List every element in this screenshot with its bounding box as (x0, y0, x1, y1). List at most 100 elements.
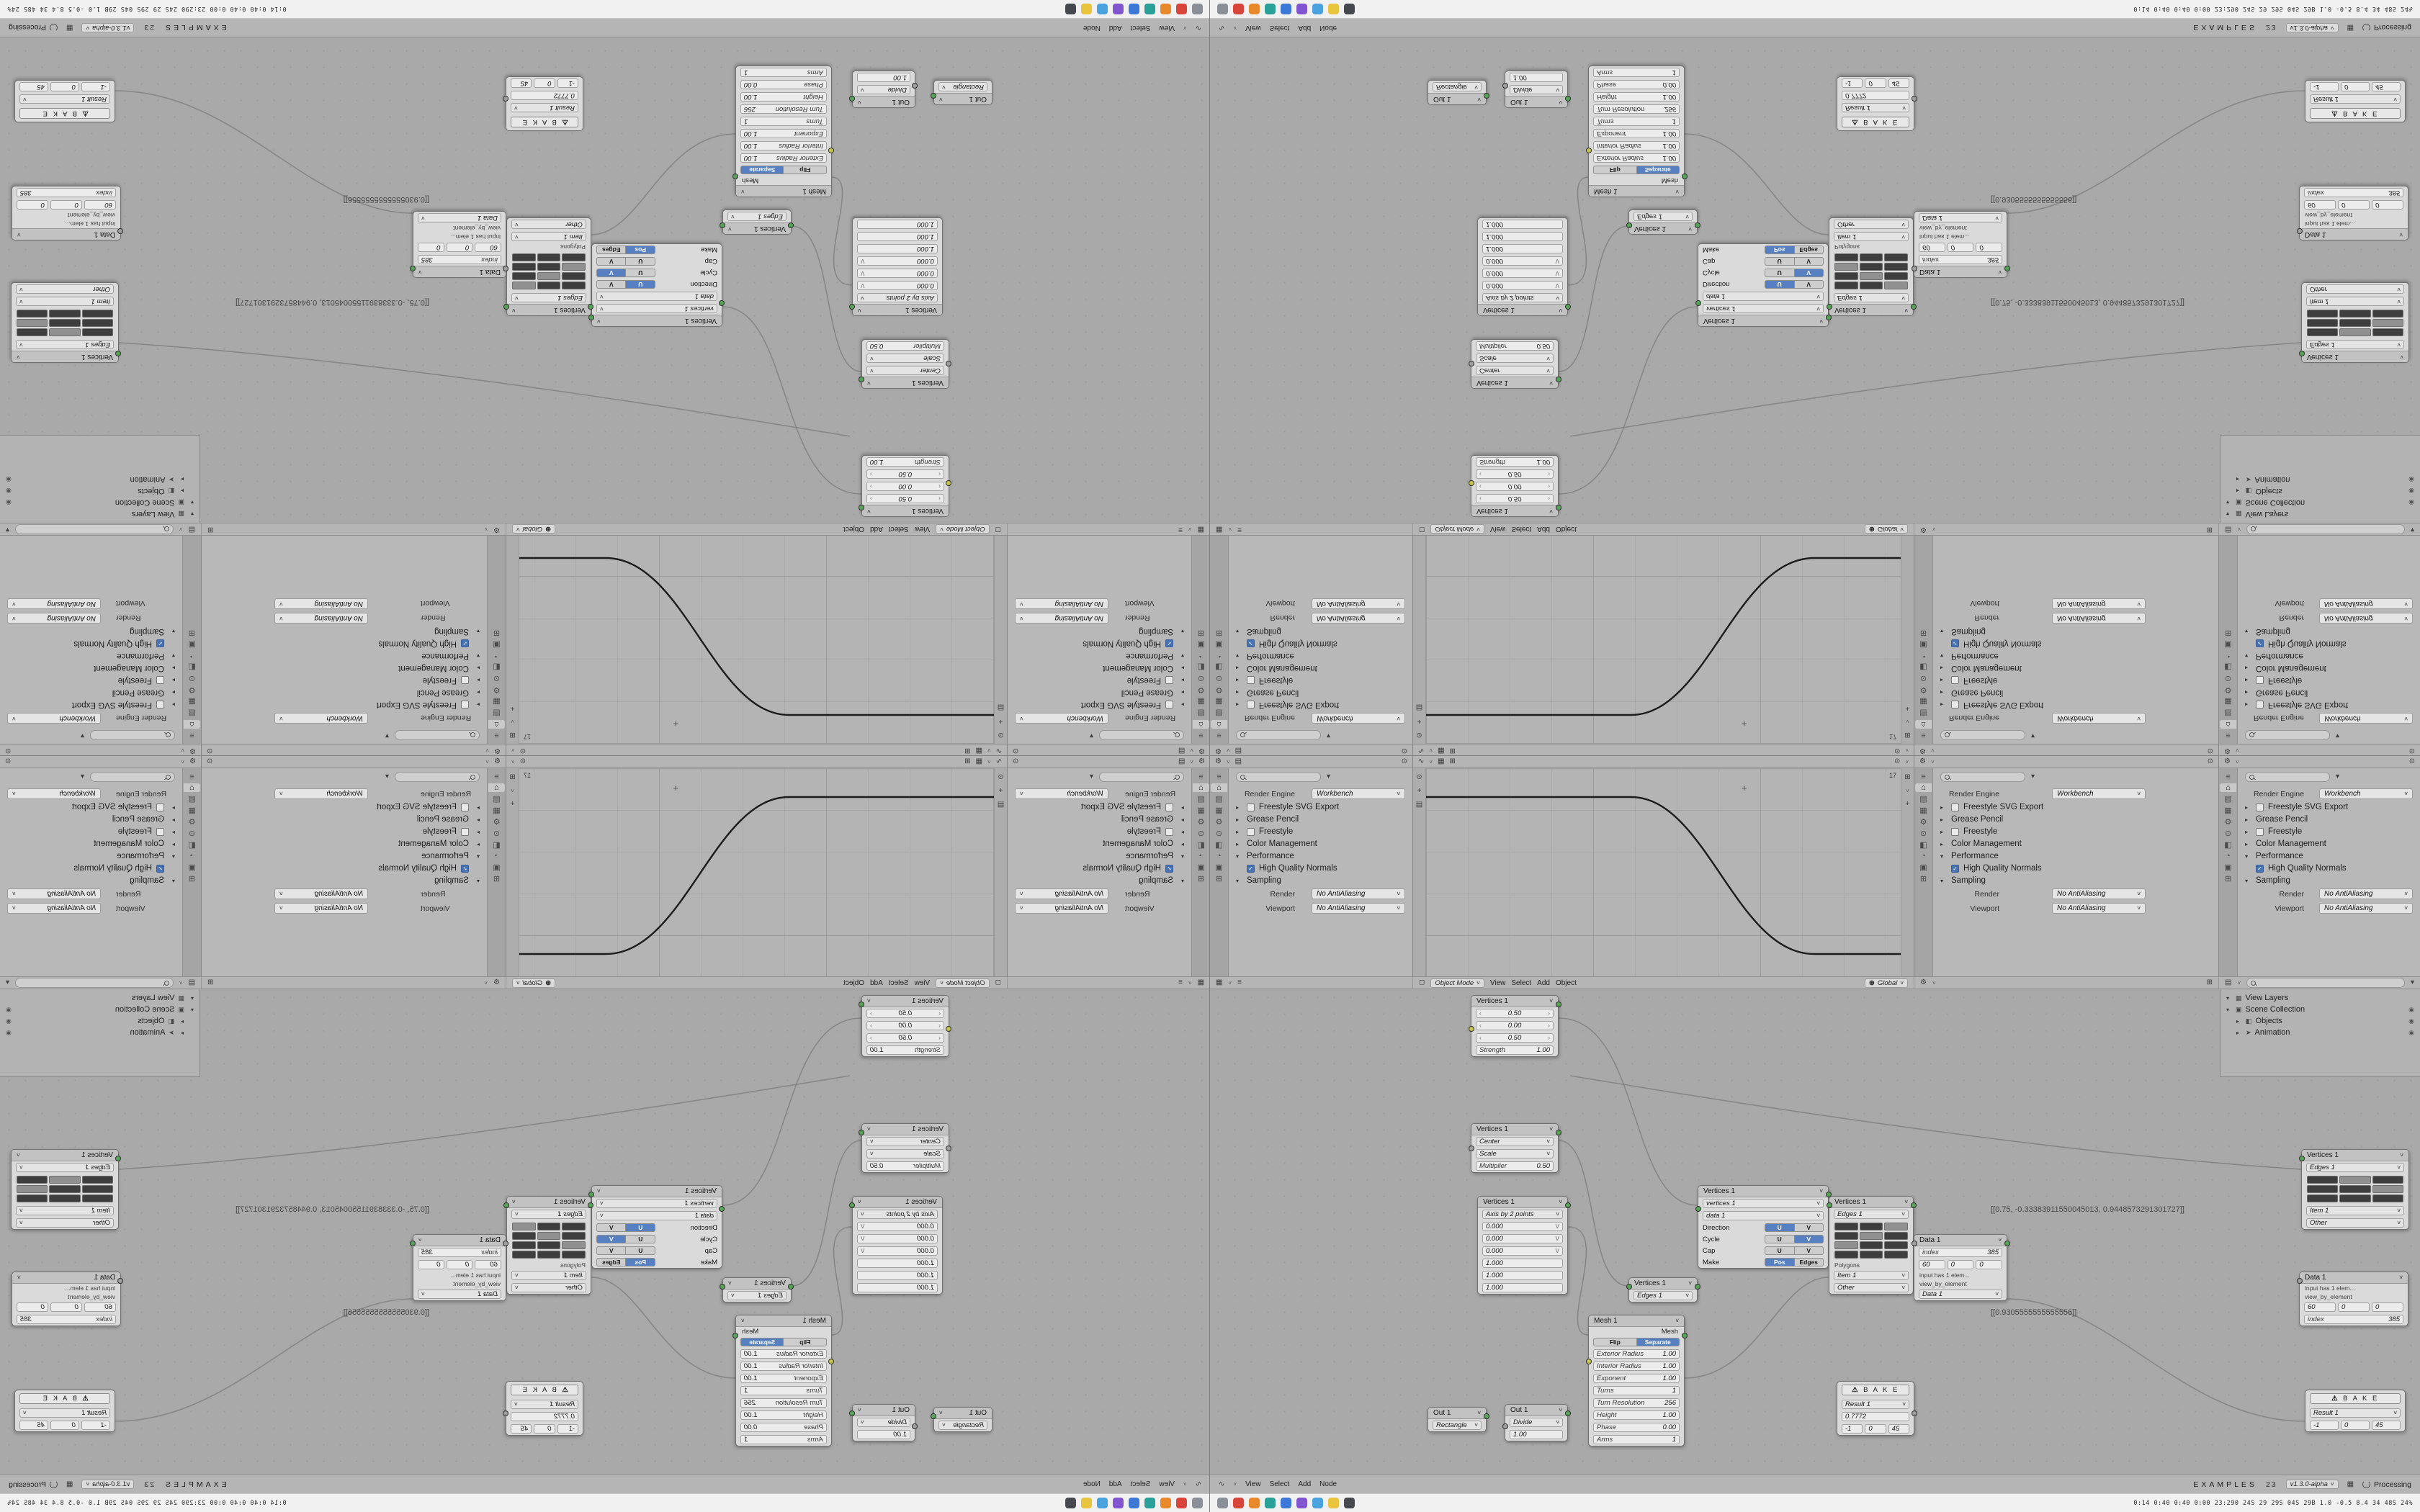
toggle-button[interactable]: U (1765, 269, 1795, 277)
disclosure-icon[interactable]: ▸ (1940, 689, 1944, 696)
sampling-render-select[interactable]: No AntiAliasing˅ (2052, 613, 2146, 624)
tab-constraints-icon[interactable]: ⊞ (1919, 875, 1927, 883)
disclosure-icon[interactable]: ▸ (180, 1029, 184, 1036)
node-title[interactable]: Vertices 1˅ (1471, 377, 1558, 388)
tab-scene-icon[interactable]: ⚙ (2224, 818, 2232, 827)
taskbar-app-media-icon[interactable] (1265, 4, 1276, 14)
disclosure-icon[interactable]: ▸ (2236, 1029, 2240, 1036)
tab-tool-icon[interactable]: ≡ (189, 773, 194, 781)
stepper-left-icon[interactable]: ‹ (1479, 1022, 1482, 1029)
value-field[interactable]: 45 (511, 1424, 532, 1434)
node-title[interactable]: Mesh 1˅ (736, 185, 831, 197)
toggle-cell[interactable] (537, 1251, 561, 1259)
stepper-right-icon[interactable]: › (870, 1035, 872, 1041)
disclosure-icon[interactable]: ▸ (1940, 840, 1944, 847)
toggle-cell[interactable] (1834, 1223, 1858, 1230)
toggle-cell[interactable] (537, 263, 561, 271)
node-vertices-strength[interactable]: Vertices 1˅ ‹0.50› ‹0.00› ‹0.50› Strengt… (859, 455, 952, 517)
tab-tool-icon[interactable]: ≡ (494, 731, 499, 739)
tab-viewlayer-icon[interactable]: ▦ (1197, 806, 1205, 815)
toggle-button[interactable]: Flip (1593, 1338, 1637, 1346)
disclosure-icon[interactable]: ▾ (1180, 852, 1184, 860)
edges-select[interactable]: Edges 1˅ (1634, 212, 1693, 221)
value-field[interactable]: -1 (1842, 78, 1863, 88)
mode-select[interactable]: Center˅ (866, 366, 944, 375)
toggle-cell[interactable] (1884, 1232, 1908, 1240)
checkbox-checked[interactable]: ✓ (2256, 639, 2264, 648)
checkbox-checked[interactable]: ✓ (156, 639, 164, 648)
node-out-rectangle[interactable]: Out 1˅ Rectangle˅ (1428, 1407, 1489, 1432)
tab-render-icon[interactable]: ⌂ (1193, 783, 1209, 792)
value-field[interactable]: -1 (2310, 82, 2339, 91)
node-socket[interactable] (1910, 1202, 1917, 1208)
node-socket[interactable] (1626, 222, 1632, 228)
chevron-down-icon[interactable]: ˅ (511, 758, 515, 765)
menu-object[interactable]: Object (1555, 978, 1577, 987)
value-field[interactable]: ‹0.00› (866, 482, 944, 491)
toggle-cell[interactable] (1884, 253, 1908, 261)
value-field[interactable]: 0 (50, 200, 82, 210)
disclosure-icon[interactable]: ▸ (1940, 677, 1944, 684)
value-field[interactable]: 0 (1865, 78, 1886, 88)
shape-select[interactable]: Rectangle˅ (1433, 1421, 1482, 1430)
menu-icon[interactable]: ≡ (1237, 526, 1242, 534)
menu-add[interactable]: Add (1108, 1480, 1122, 1488)
editor-type-caret-icon[interactable]: ˅ (1932, 526, 1936, 533)
disclosure-icon[interactable]: ▾ (476, 877, 480, 884)
stepper-right-icon[interactable]: › (1548, 1022, 1550, 1029)
visibility-icon[interactable]: ◉ (2408, 1017, 2414, 1025)
outliner-item-scene-collection[interactable]: ▾▣Scene Collection◉ (2225, 1004, 2416, 1015)
orientation-select[interactable]: ⊕Global˅ (1864, 524, 1908, 534)
menu-view[interactable]: View (1159, 24, 1175, 32)
marker-menu-icon[interactable]: ⊞ (1449, 757, 1456, 765)
toggle-cell[interactable] (17, 319, 48, 327)
result-select[interactable]: Result 1˅ (2310, 94, 2401, 104)
disclosure-icon[interactable]: ▸ (1940, 804, 1944, 811)
node-socket[interactable] (1626, 1284, 1632, 1290)
node-title[interactable]: Data 1˅ (1914, 266, 2007, 277)
properties-editor-type-icon[interactable]: ⚙ (494, 757, 501, 765)
tab-viewlayer-icon[interactable]: ▦ (188, 697, 196, 706)
toggle-button[interactable]: V (596, 1246, 626, 1255)
node-link[interactable] (791, 225, 862, 372)
properties-search-input[interactable] (90, 730, 175, 740)
menu-object[interactable]: Object (843, 525, 865, 534)
toggle-cell[interactable] (1859, 253, 1883, 261)
node-link[interactable] (591, 133, 736, 235)
node-socket[interactable] (1555, 1002, 1561, 1007)
stepper-right-icon[interactable]: › (1548, 471, 1550, 477)
orientation-select[interactable]: ⊕Global˅ (512, 524, 556, 534)
bake-button[interactable]: ⚠B A K E (2310, 108, 2401, 119)
tab-output-icon[interactable]: ▤ (1197, 708, 1205, 717)
tab-world-icon[interactable]: ⊙ (1919, 674, 1927, 683)
value-field[interactable]: 45 (19, 1421, 48, 1430)
section-freestyle[interactable]: ▸Freestyle (1236, 676, 1405, 685)
toggle-cell[interactable] (1834, 1251, 1858, 1259)
tab-world-icon[interactable]: ⊙ (1197, 674, 1205, 683)
section-grease-pencil[interactable]: ▸Grease Pencil (1015, 815, 1184, 824)
sampling-render-select[interactable]: No AntiAliasing˅ (274, 888, 368, 899)
node-link[interactable] (722, 306, 862, 495)
filter-icon[interactable]: ▾ (1089, 732, 1093, 739)
disclosure-icon[interactable]: ▸ (476, 828, 480, 835)
visibility-icon[interactable]: ◉ (2408, 487, 2414, 495)
render-engine-select[interactable]: Workbench˅ (2319, 788, 2413, 799)
disclosure-icon[interactable]: ▸ (1180, 701, 1184, 708)
menu-object[interactable]: Object (843, 978, 865, 987)
taskbar-app-browser-icon[interactable] (1176, 4, 1187, 14)
node-title[interactable]: Out 1˅ (1505, 1405, 1567, 1416)
edges-select[interactable]: Edges 1˅ (2306, 1163, 2404, 1172)
sampling-render-select[interactable]: No AntiAliasing˅ (1015, 888, 1108, 899)
sampling-viewport-select[interactable]: No AntiAliasing˅ (2319, 903, 2413, 914)
tab-world-icon[interactable]: ⊙ (1215, 674, 1223, 683)
checkbox[interactable] (1247, 827, 1255, 836)
